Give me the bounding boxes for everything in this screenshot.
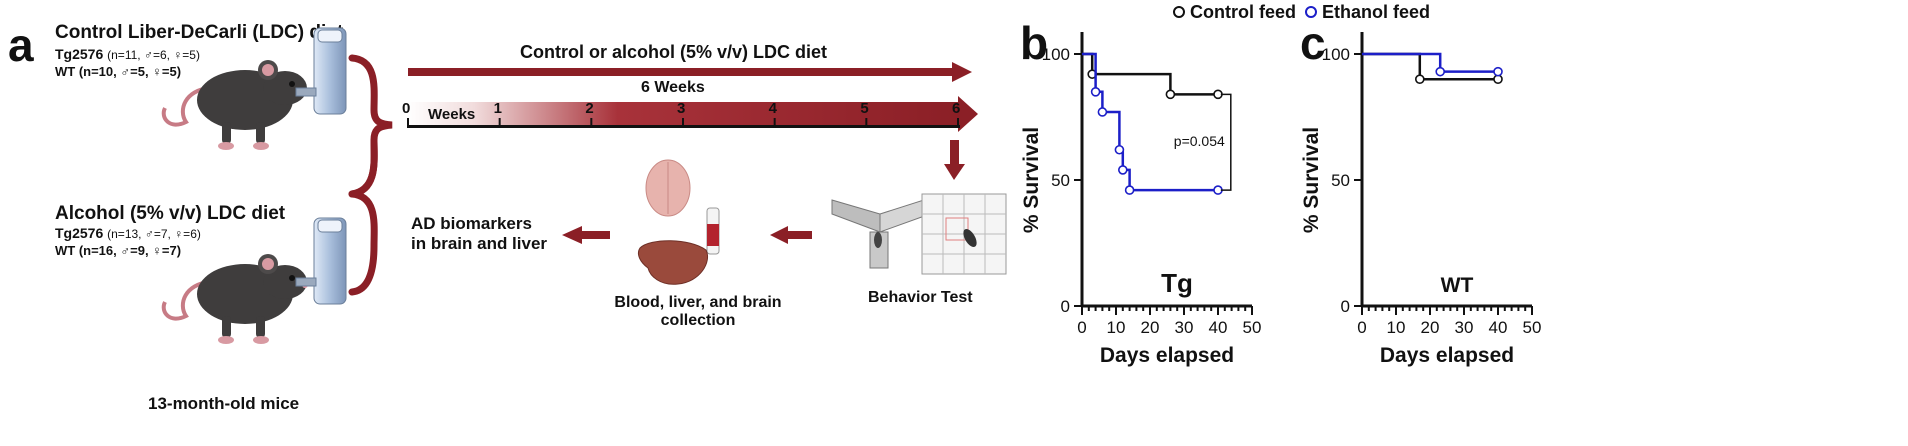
x-tick-label: 30 [1455,318,1474,337]
x-tick-label: 20 [1421,318,1440,337]
control-tg-line: Tg2576 (n=11, ♂=6, ♀=5) [55,46,200,62]
legend-ethanol-marker [1305,6,1317,18]
biomarkers-label: AD biomarkers in brain and liver [411,214,547,254]
diet-arrow [408,62,972,82]
alcohol-tg-counts: (n=13, ♂=7, ♀=6) [107,227,201,241]
data-point [1118,165,1128,175]
x-tick-label: 50 [1523,318,1542,337]
panel-a-graphics [161,27,1007,344]
alcohol-tg-label: Tg2576 [55,225,104,241]
x-tick-label: 40 [1209,318,1228,337]
p-value-label: p=0.054 [1174,133,1225,149]
data-point [1090,86,1101,97]
brain-icon [645,159,691,217]
x-axis-label: Days elapsed [1100,344,1234,367]
y-tick-label: 100 [1042,45,1070,64]
significance-bracket [1220,93,1232,191]
control-tg-counts: (n=11, ♂=6, ♀=5) [107,48,200,62]
bottle-alcohol-icon [295,217,347,305]
data-point [1124,185,1135,195]
collection-label-line1: Blood, liver, and brain [614,294,782,311]
control-wt-line: WT (n=10, ♂=5, ♀=5) [55,64,182,79]
biomarkers-label-line2: in brain and liver [411,234,548,253]
x-tick-label: 30 [1175,318,1194,337]
mice-caption: 13-month-old mice [148,394,300,413]
mouse-alcohol-icon [161,254,308,344]
week-tick-label: 2 [585,100,594,117]
week-tick-label: 5 [860,100,869,117]
panel-a-letter: a [8,19,34,71]
behavior-label: Behavior Test [868,289,973,306]
y-tick-label: 0 [1061,297,1070,316]
alcohol-tg-line: Tg2576 (n=13, ♂=7, ♀=6) [55,225,201,241]
week-tick-label: 3 [677,100,686,117]
collection-label: Blood, liver, and brain collection [598,294,798,330]
x-tick-label: 20 [1141,318,1160,337]
legend-ethanol-label: Ethanol feed [1322,1,1431,22]
duration-label: 6 Weeks [641,79,705,96]
timeline-bar [407,96,978,132]
down-arrow [944,140,965,180]
series-line-ethanol [1082,52,1218,192]
legend-control-label: Control feed [1190,1,1296,22]
week-tick-label: 6 [952,100,961,117]
open-field-icon [921,193,1007,275]
legend: Control feed Ethanol feed [1172,0,1430,24]
panel-c-letter: c [1300,17,1326,69]
series-line-control [1082,52,1218,96]
arrow-to-biomarkers [562,226,610,244]
liver-icon [637,240,708,285]
week-tick-label: 1 [493,100,502,117]
diet-arrow-label: Control or alcohol (5% v/v) LDC diet [520,42,828,62]
series-line-control [1362,52,1498,81]
x-tick-label: 10 [1107,318,1126,337]
x-tick-label: 0 [1077,318,1086,337]
x-tick-label: 0 [1357,318,1366,337]
chart-title: Tg [1161,268,1193,298]
biomarkers-label-line1: AD biomarkers [411,214,532,233]
control-diet-title: Control Liber-DeCarli (LDC) diet [55,22,344,43]
blood-tube-icon [706,207,720,255]
data-point [1415,74,1425,85]
alcohol-wt-line: WT (n=16, ♂=9, ♀=7) [55,243,182,258]
collection-label-line2: collection [660,312,736,329]
weeks-label: Weeks [428,106,476,123]
y-maze-icon [831,197,931,269]
week-tick-label: 4 [768,100,777,117]
data-point [1114,144,1125,155]
panel-b-letter: b [1020,17,1049,69]
x-axis-label: Days elapsed [1380,344,1514,367]
alcohol-diet-title: Alcohol (5% v/v) LDC diet [55,203,286,224]
data-point [1435,66,1445,77]
mouse-control-icon [161,60,308,150]
chart-title: WT [1441,274,1474,297]
y-axis-label: % Survival [1020,127,1043,233]
y-tick-label: 100 [1322,45,1350,64]
series-line-ethanol [1362,52,1498,73]
bottle-control-icon [295,27,347,115]
legend-control-marker [1173,6,1185,18]
arrow-to-collection [770,226,812,244]
week-tick-label: 0 [402,100,411,117]
data-point [1493,66,1503,77]
data-point [1165,89,1176,100]
y-axis-label: % Survival [1300,127,1323,233]
y-tick-label: 50 [1331,171,1350,190]
data-point [1097,107,1108,117]
control-tg-label: Tg2576 [55,46,104,62]
y-tick-label: 50 [1051,171,1070,190]
x-tick-label: 10 [1387,318,1406,337]
x-tick-label: 40 [1489,318,1508,337]
y-tick-label: 0 [1341,297,1350,316]
x-tick-label: 50 [1243,318,1262,337]
